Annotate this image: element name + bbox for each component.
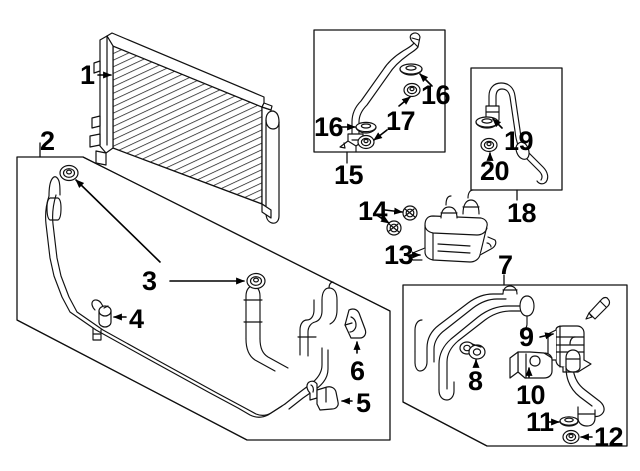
part-8-grommet xyxy=(459,341,486,360)
callout-13[interactable]: 13 xyxy=(384,240,414,270)
part-3-oring-upper xyxy=(59,164,79,182)
part-10-bracket xyxy=(509,351,553,379)
part-14-seal-a xyxy=(402,205,418,221)
rear-ac-lines-7 xyxy=(414,285,611,401)
part-5-bracket xyxy=(306,380,339,411)
callout-8[interactable]: 8 xyxy=(468,366,483,396)
callout-20[interactable]: 20 xyxy=(480,156,510,186)
part-11-washer xyxy=(559,416,579,427)
callout-2[interactable]: 2 xyxy=(40,126,55,156)
part-17-oring-lower xyxy=(357,134,375,150)
callout-7[interactable]: 7 xyxy=(498,250,513,280)
part-14-seal-b xyxy=(386,220,402,236)
callout-18[interactable]: 18 xyxy=(507,198,537,228)
part-16-oring-upper xyxy=(399,63,423,76)
callout-6[interactable]: 6 xyxy=(350,356,365,386)
callout-14[interactable]: 14 xyxy=(358,196,388,226)
part-rear-hose-clamp xyxy=(565,336,605,427)
callout-17[interactable]: 17 xyxy=(386,106,416,136)
evaporator-housing-13 xyxy=(410,189,497,263)
part-4-clip xyxy=(91,299,112,328)
part-6-retainer xyxy=(344,308,367,339)
panel-2-fold-lines xyxy=(16,156,391,441)
part-17-oring-upper xyxy=(403,82,421,98)
panel-18-outline xyxy=(470,67,563,201)
part-3-oring-center xyxy=(246,272,266,290)
callout-1[interactable]: 1 xyxy=(80,60,95,90)
callout-16-upper[interactable]: 16 xyxy=(421,80,451,110)
callout-15[interactable]: 15 xyxy=(334,160,364,190)
callout-11[interactable]: 11 xyxy=(526,407,554,437)
part-19-seal xyxy=(475,116,499,129)
part-12-oring xyxy=(562,429,580,445)
part-20-seal xyxy=(480,137,498,153)
panel-15-outline xyxy=(313,29,446,164)
callout-12[interactable]: 12 xyxy=(594,422,624,452)
callout-9[interactable]: 9 xyxy=(519,322,534,352)
callout-5[interactable]: 5 xyxy=(356,388,371,418)
callout-16-lower[interactable]: 16 xyxy=(314,112,344,142)
callout-10[interactable]: 10 xyxy=(516,380,546,410)
callout-19[interactable]: 19 xyxy=(504,126,534,156)
part-16-oring-lower xyxy=(355,121,377,134)
callout-3[interactable]: 3 xyxy=(142,266,157,296)
callout-4[interactable]: 4 xyxy=(129,304,144,334)
condenser-assembly xyxy=(89,32,280,224)
leader-lines xyxy=(75,71,593,441)
